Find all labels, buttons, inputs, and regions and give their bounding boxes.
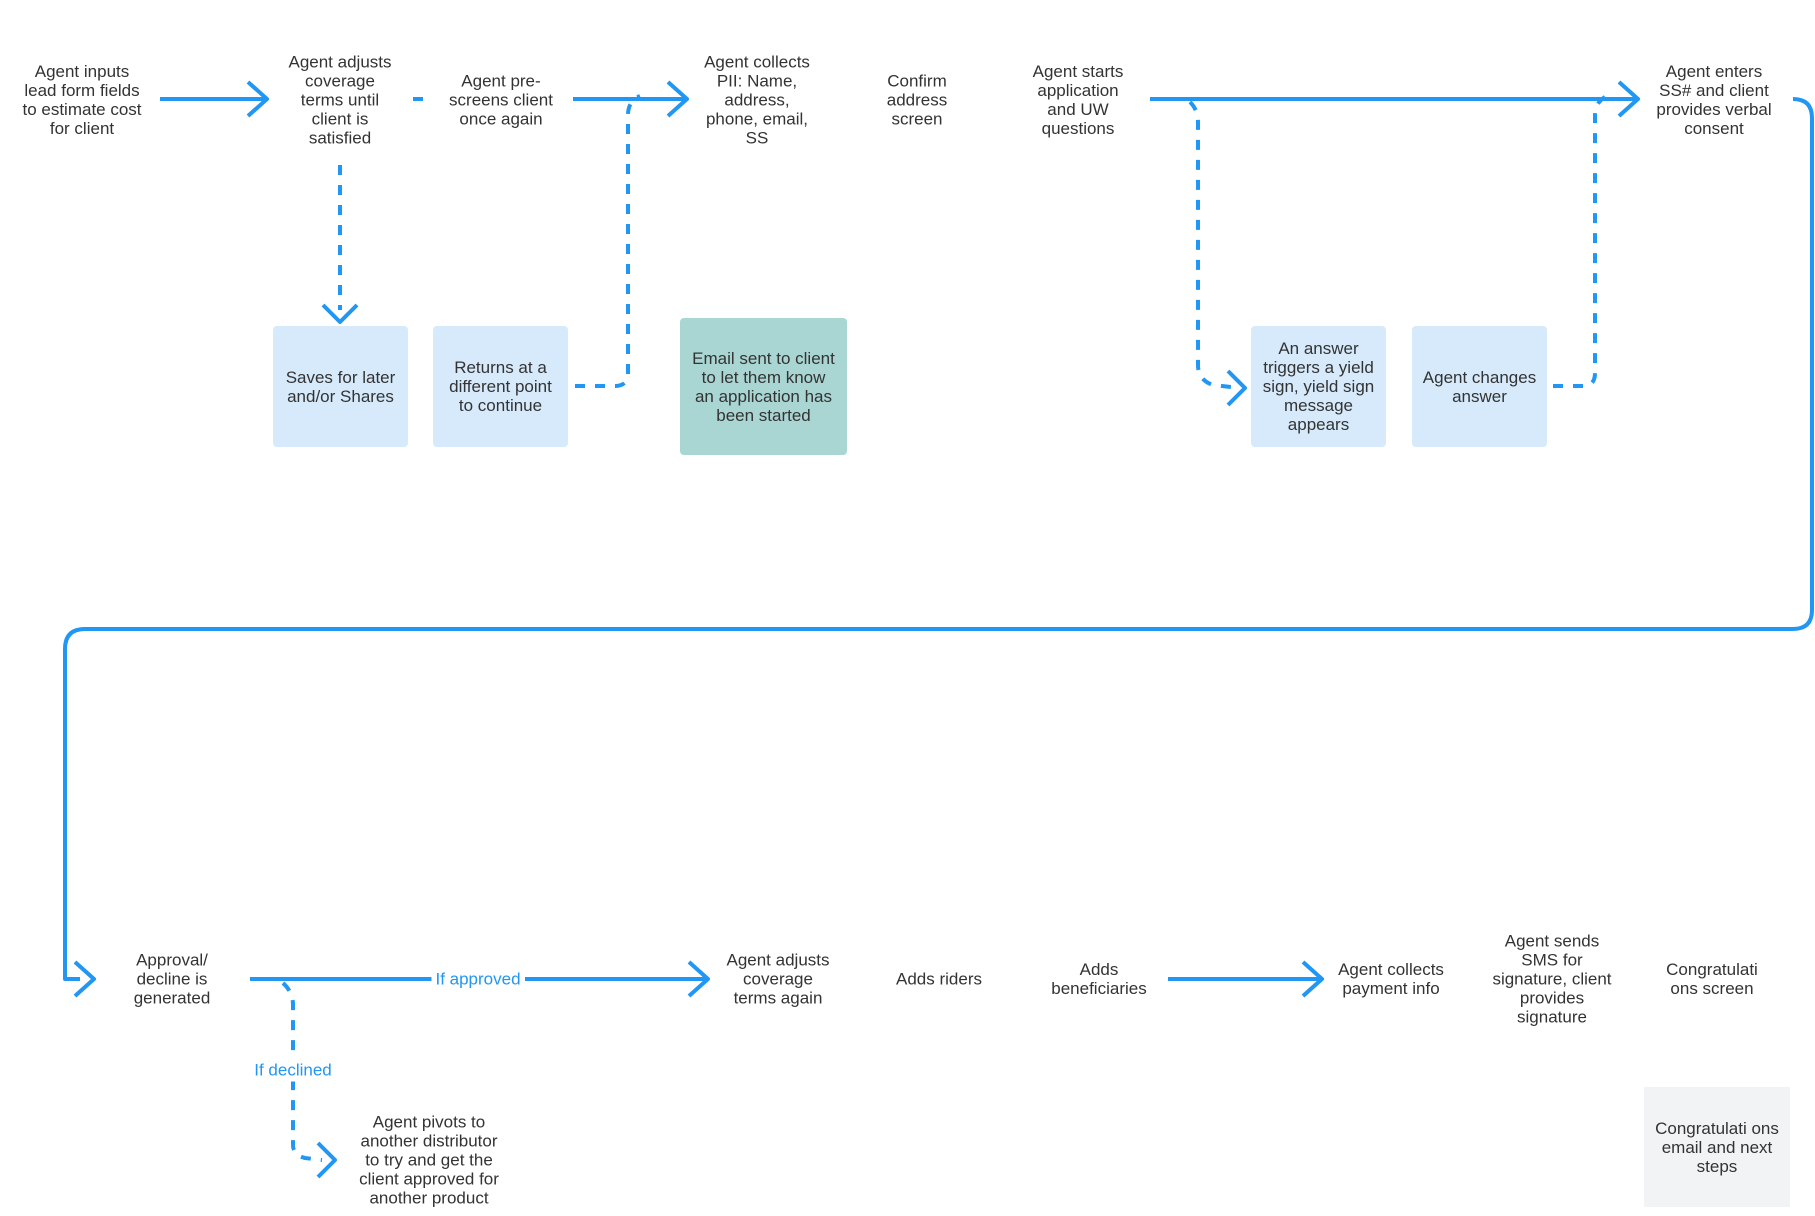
step-riders: Adds riders (896, 969, 982, 989)
step-sms-signature: Agent sends SMS for signature, client pr… (1492, 931, 1612, 1027)
wrap-connector (63, 97, 1814, 981)
step-beneficiaries: Adds beneficiaries (1051, 960, 1147, 998)
label-if-declined: If declined (250, 1058, 336, 1082)
box-changes-answer: Agent changes answer (1412, 326, 1547, 447)
arrowhead-approval (73, 960, 96, 998)
step-lead-form: Agent inputs lead form fields to estimat… (22, 62, 142, 138)
step-approval: Approval/ decline is generated (133, 950, 211, 1008)
arrowhead-payment (1301, 960, 1324, 998)
box-congrats-email: Congratulati ons email and next steps (1644, 1087, 1790, 1207)
step-payment: Agent collects payment info (1338, 960, 1444, 998)
step-prescreen: Agent pre-screens client once again (449, 71, 553, 129)
step-pivot: Agent pivots to another distributor to t… (359, 1112, 499, 1208)
step-confirm-address: Confirm address screen (886, 71, 948, 129)
box-returns: Returns at a different point to continue (433, 326, 568, 447)
dashed-returns-to-pii (575, 94, 641, 388)
box-saves: Saves for later and/or Shares (273, 326, 408, 447)
step-enter-ssn: Agent enters SS# and client provides ver… (1656, 62, 1772, 138)
box-yield-sign: An answer triggers a yield sign, yield s… (1251, 326, 1386, 447)
label-if-approved: If approved (431, 967, 525, 991)
step-adjust-again: Agent adjusts coverage terms again (726, 950, 830, 1008)
step-adjust-coverage: Agent adjusts coverage terms until clien… (288, 52, 392, 148)
dashed-application-to-yield (1188, 100, 1241, 390)
step-start-application: Agent starts application and UW question… (1032, 62, 1124, 138)
arrowhead-pii (666, 80, 689, 118)
dashed-changes-to-ssn (1553, 95, 1607, 388)
arrowhead-adjust-again (687, 960, 710, 998)
arrowhead-ssn (1617, 80, 1640, 118)
step-congrats-screen: Congratulati ons screen (1666, 960, 1758, 998)
step-collect-pii: Agent collects PII: Name, address, phone… (704, 52, 810, 148)
arrowhead-pivot (316, 1141, 337, 1179)
dashed-approval-to-pivot (281, 981, 323, 1162)
arrowhead-adjust (246, 80, 269, 118)
arrowhead-saves (321, 303, 359, 324)
arrowhead-yield (1226, 369, 1247, 407)
box-email-sent: Email sent to client to let them know an… (680, 318, 847, 455)
